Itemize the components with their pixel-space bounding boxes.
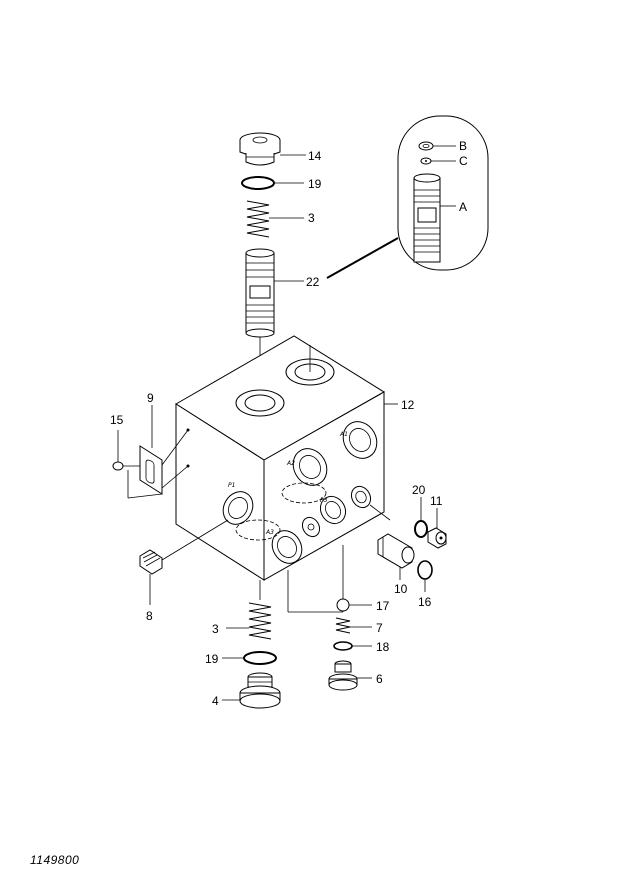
valve-block-12: P1 A2 A1 P3 A3: [175, 335, 398, 613]
label-16: 16: [418, 595, 432, 609]
label-14: 14: [308, 149, 322, 163]
label-3-bottom: 3: [212, 622, 219, 636]
detail-label-b: B: [459, 139, 467, 153]
drawing-number: 1149800: [30, 853, 80, 867]
spring-7: [335, 617, 372, 634]
bottom-spring-3: [226, 602, 272, 640]
label-19-bottom: 19: [205, 652, 219, 666]
bottom-oring-19: [222, 651, 277, 665]
nameplate-9: [127, 405, 189, 499]
label-12: 12: [401, 398, 415, 412]
detail-label-a: A: [459, 200, 467, 214]
label-19-top: 19: [308, 177, 322, 191]
label-8: 8: [146, 609, 153, 623]
port-mark-a1: A1: [339, 431, 348, 438]
plug-8: [139, 519, 229, 605]
label-15: 15: [110, 413, 124, 427]
label-3-top: 3: [308, 211, 315, 225]
snap-ring-16: [417, 560, 433, 592]
oring-18: [333, 641, 372, 651]
top-spring-3: [246, 200, 304, 238]
label-4: 4: [212, 694, 219, 708]
detail-label-c: C: [459, 154, 468, 168]
label-6: 6: [376, 672, 383, 686]
port-mark-a3: A3: [265, 529, 274, 536]
label-7: 7: [376, 621, 383, 635]
port-mark-p3: P3: [320, 497, 328, 504]
port-mark-p1: P1: [228, 482, 235, 489]
label-11: 11: [430, 494, 443, 508]
spool-22: [245, 248, 304, 338]
label-10: 10: [394, 582, 408, 596]
top-plug-14: [239, 132, 306, 166]
plug-6: [328, 660, 372, 691]
label-9: 9: [147, 391, 154, 405]
ball-17: [336, 598, 372, 612]
detail-callout: B C A: [326, 115, 489, 279]
relief-valve-10: [377, 533, 415, 580]
pin-15: [112, 430, 140, 471]
bottom-plug-4: [222, 672, 281, 709]
port-mark-a2: A2: [286, 460, 295, 467]
label-22: 22: [306, 275, 320, 289]
oring-20: [414, 497, 428, 538]
label-18: 18: [376, 640, 390, 654]
detail-spool-a: [413, 173, 441, 263]
label-20: 20: [412, 483, 426, 497]
label-17: 17: [376, 599, 390, 613]
plug-11: [427, 508, 447, 549]
top-oring-19: [241, 176, 304, 190]
